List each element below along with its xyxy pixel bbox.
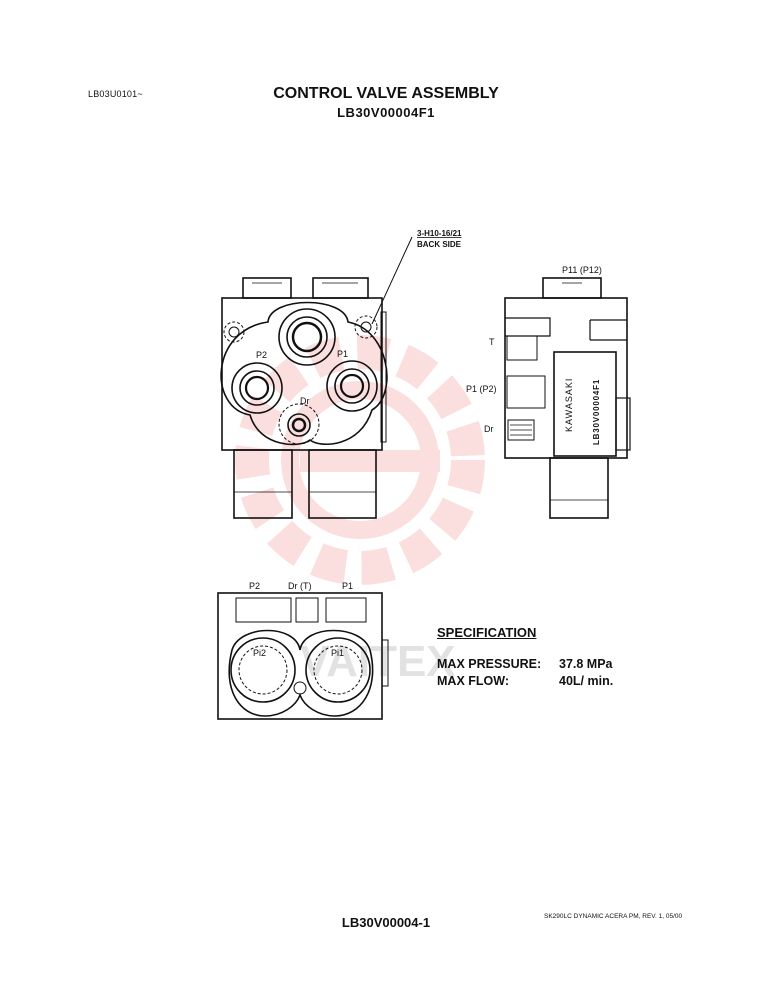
watermark-text: VAITEX (300, 637, 456, 686)
page-title: CONTROL VALVE ASSEMBLY (273, 85, 499, 102)
bottom-port-dr-t: Dr (T) (288, 581, 312, 591)
footer-revision: SK290LC DYNAMIC ACERA PM, REV. 1, 05/00 (544, 913, 683, 920)
callout-note: BACK SIDE (417, 240, 462, 249)
side-port-p1p2: P1 (P2) (466, 384, 497, 394)
callout-ref: 3-H10-16/21 (417, 229, 462, 238)
bottom-port-p2: P2 (249, 581, 260, 591)
nameplate-part: LB30V00004F1 (592, 379, 601, 445)
callout-leader (371, 236, 413, 325)
footer-code: LB30V00004-1 (341, 915, 431, 930)
side-view (504, 277, 631, 519)
bottom-port-pi1: Pi1 (331, 648, 344, 658)
front-port-p1: P1 (337, 349, 348, 359)
document-code: LB03U0101~ (88, 89, 143, 99)
bottom-port-p1: P1 (342, 581, 353, 591)
spec-heading: SPECIFICATION (437, 625, 537, 640)
spec-max-pressure-label: MAX PRESSURE: (437, 657, 542, 671)
part-number: LB30V00004F1 (337, 105, 435, 120)
front-view (220, 277, 388, 519)
bottom-port-pi2: Pi2 (253, 648, 266, 658)
side-port-dr: Dr (484, 424, 494, 434)
spec-max-flow-label: MAX FLOW: (437, 674, 509, 688)
bottom-view (217, 592, 389, 720)
watermark-gear (235, 335, 485, 585)
front-port-dr: Dr (300, 396, 310, 406)
side-port-p11: P11 (P12) (562, 265, 602, 275)
nameplate-brand: KAWASAKI (564, 378, 574, 432)
front-port-p2: P2 (256, 350, 267, 360)
spec-max-pressure-value: 37.8 MPa (559, 657, 613, 671)
spec-max-flow-value: 40L/ min. (559, 674, 614, 688)
side-port-t: T (489, 337, 495, 347)
